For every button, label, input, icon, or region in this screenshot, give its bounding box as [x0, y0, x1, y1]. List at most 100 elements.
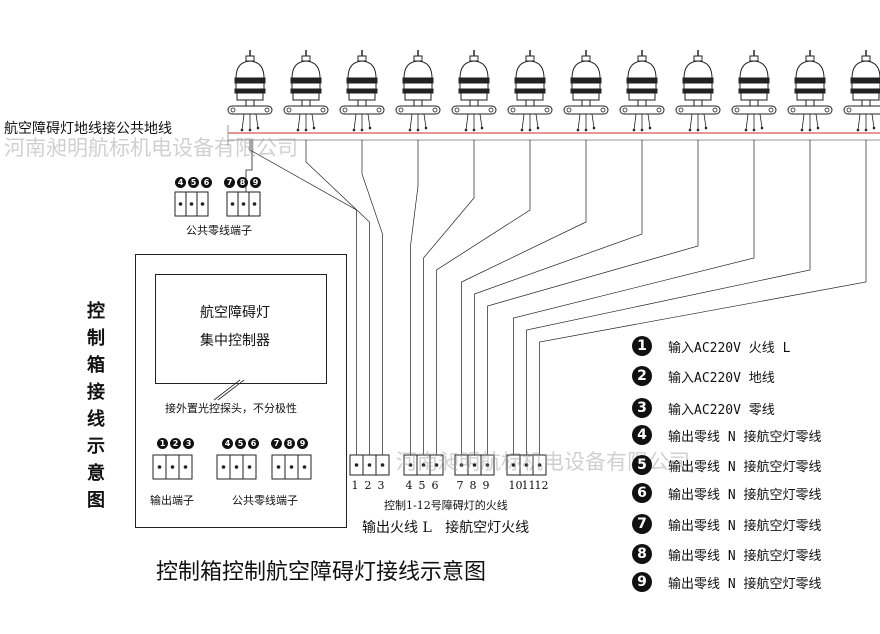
legend-item: 2 输入AC220V 地线 [632, 365, 775, 387]
lamp-base [516, 92, 544, 101]
lamp-lead-dot [248, 128, 252, 132]
watermark-top: 河南昶明航标机电设备有限公司 [4, 136, 298, 160]
lamp-dome [459, 60, 489, 79]
lamp-lead-dot [808, 128, 812, 132]
neutral-terminal-block-screw [221, 465, 226, 469]
lamp-band [570, 77, 602, 84]
lamp-base [852, 92, 880, 101]
legend-number-badge: 8 [632, 544, 652, 564]
lamp-base [292, 92, 320, 101]
lamp-bolt [376, 107, 382, 113]
lamp-body [459, 82, 489, 90]
lamp-cap [469, 55, 479, 62]
fire-terminal-block-screw [459, 463, 464, 467]
lamp-dome [235, 60, 265, 79]
fire-terminal-number: 11 [521, 479, 536, 492]
lamp-band [290, 88, 322, 94]
lamp-body [235, 82, 265, 90]
lamp-lead [241, 113, 245, 131]
fire-terminal-number: 10 [508, 479, 523, 492]
lamp-lead-dot [360, 128, 364, 132]
terminal-number-badge: 3 [183, 438, 194, 449]
lamp-bolt [320, 107, 326, 113]
lamp-band [682, 77, 714, 84]
lamp-bolt [600, 107, 606, 113]
lamp-lead [353, 113, 357, 131]
lamp-bolt [790, 107, 796, 113]
fire-wire [410, 140, 419, 455]
lamp-lead [423, 113, 427, 129]
legend-number-badge: 2 [632, 366, 652, 386]
lamp-lead-dot [520, 128, 524, 132]
lamp-body [571, 82, 601, 90]
terminal-number-badge: 7 [224, 177, 235, 188]
lamp-band [626, 77, 658, 84]
legend-number-badge: 5 [632, 455, 652, 475]
output-terminal-label: 输出端子 [150, 494, 194, 507]
lamp-band [402, 77, 434, 84]
top-terminal-block-screw [230, 202, 235, 206]
lamp-lead-dot [640, 128, 644, 132]
lamp-lead [689, 113, 693, 131]
legend-item: 1 输入AC220V 火线 L [632, 335, 790, 357]
fire-terminal-number: 6 [431, 479, 439, 492]
fire-terminal-number: 1 [351, 479, 359, 492]
terminal-number-badge: 9 [297, 438, 308, 449]
lamp-base [236, 92, 264, 101]
lamp-band [346, 77, 378, 84]
fire-terminal-number: 5 [418, 479, 426, 492]
terminal-number-badge: 8 [237, 177, 248, 188]
fire-wire [474, 140, 643, 455]
terminal-number-badge: 5 [188, 177, 199, 188]
lamp-bolt [734, 107, 740, 113]
terminal-number-badge: 2 [170, 438, 181, 449]
lamp-lead [871, 113, 875, 129]
terminal-number-badge: 5 [235, 438, 246, 449]
legend-text: 输出零线 N 接航空灯零线 [668, 518, 822, 534]
lamp-lead [297, 113, 301, 131]
lamp-bolt [230, 107, 236, 113]
side-title-char: 箱 [87, 355, 105, 376]
legend-item: 7 输出零线 N 接航空灯零线 [632, 513, 821, 535]
terminal-number-badge: 9 [250, 177, 261, 188]
lamp-dome [795, 60, 825, 79]
top-terminal-block-screw [241, 202, 246, 206]
top-terminal-block-screw [200, 202, 205, 206]
lamp-lead-dot [352, 128, 356, 132]
lamp-band [794, 77, 826, 84]
lamp-bolt [454, 107, 460, 113]
lamp-lead [703, 113, 707, 129]
lamp-cap [413, 55, 423, 62]
lamp-lead-dot [416, 128, 420, 132]
legend-text: 输入AC220V 火线 L [668, 340, 791, 356]
lamp-band [346, 88, 378, 94]
legend-text: 输出零线 N 接航空灯零线 [668, 576, 822, 592]
side-title-char: 意 [87, 463, 105, 484]
fire-terminal-subcaption: 输出火线 L 接航空灯火线 [362, 520, 530, 536]
lamp-band [402, 88, 434, 94]
lamp-lead [479, 113, 483, 129]
fire-terminal-block-screw [524, 463, 529, 467]
fire-terminal-number: 12 [534, 479, 549, 492]
lamp-band [514, 77, 546, 84]
lamp-lead [311, 113, 315, 129]
lamp-body [851, 82, 880, 90]
lamp-base [404, 92, 432, 101]
fire-terminal-block-screw [380, 463, 385, 467]
lamp-lead [759, 113, 763, 129]
side-title-char: 线 [87, 409, 105, 430]
lamp-dome [683, 60, 713, 79]
lamp-band [794, 88, 826, 94]
neutral-terminal-block-screw [289, 465, 294, 469]
lamp-bolt [824, 107, 830, 113]
lamp-dome [739, 60, 769, 79]
lamp-lead [409, 113, 413, 131]
terminal-number-badge: 4 [222, 438, 233, 449]
lamp-band [234, 77, 266, 84]
lamp-cap [693, 55, 703, 62]
legend-item: 4 输出零线 N 接航空灯零线 [632, 424, 821, 446]
lamp-lead [801, 113, 805, 131]
